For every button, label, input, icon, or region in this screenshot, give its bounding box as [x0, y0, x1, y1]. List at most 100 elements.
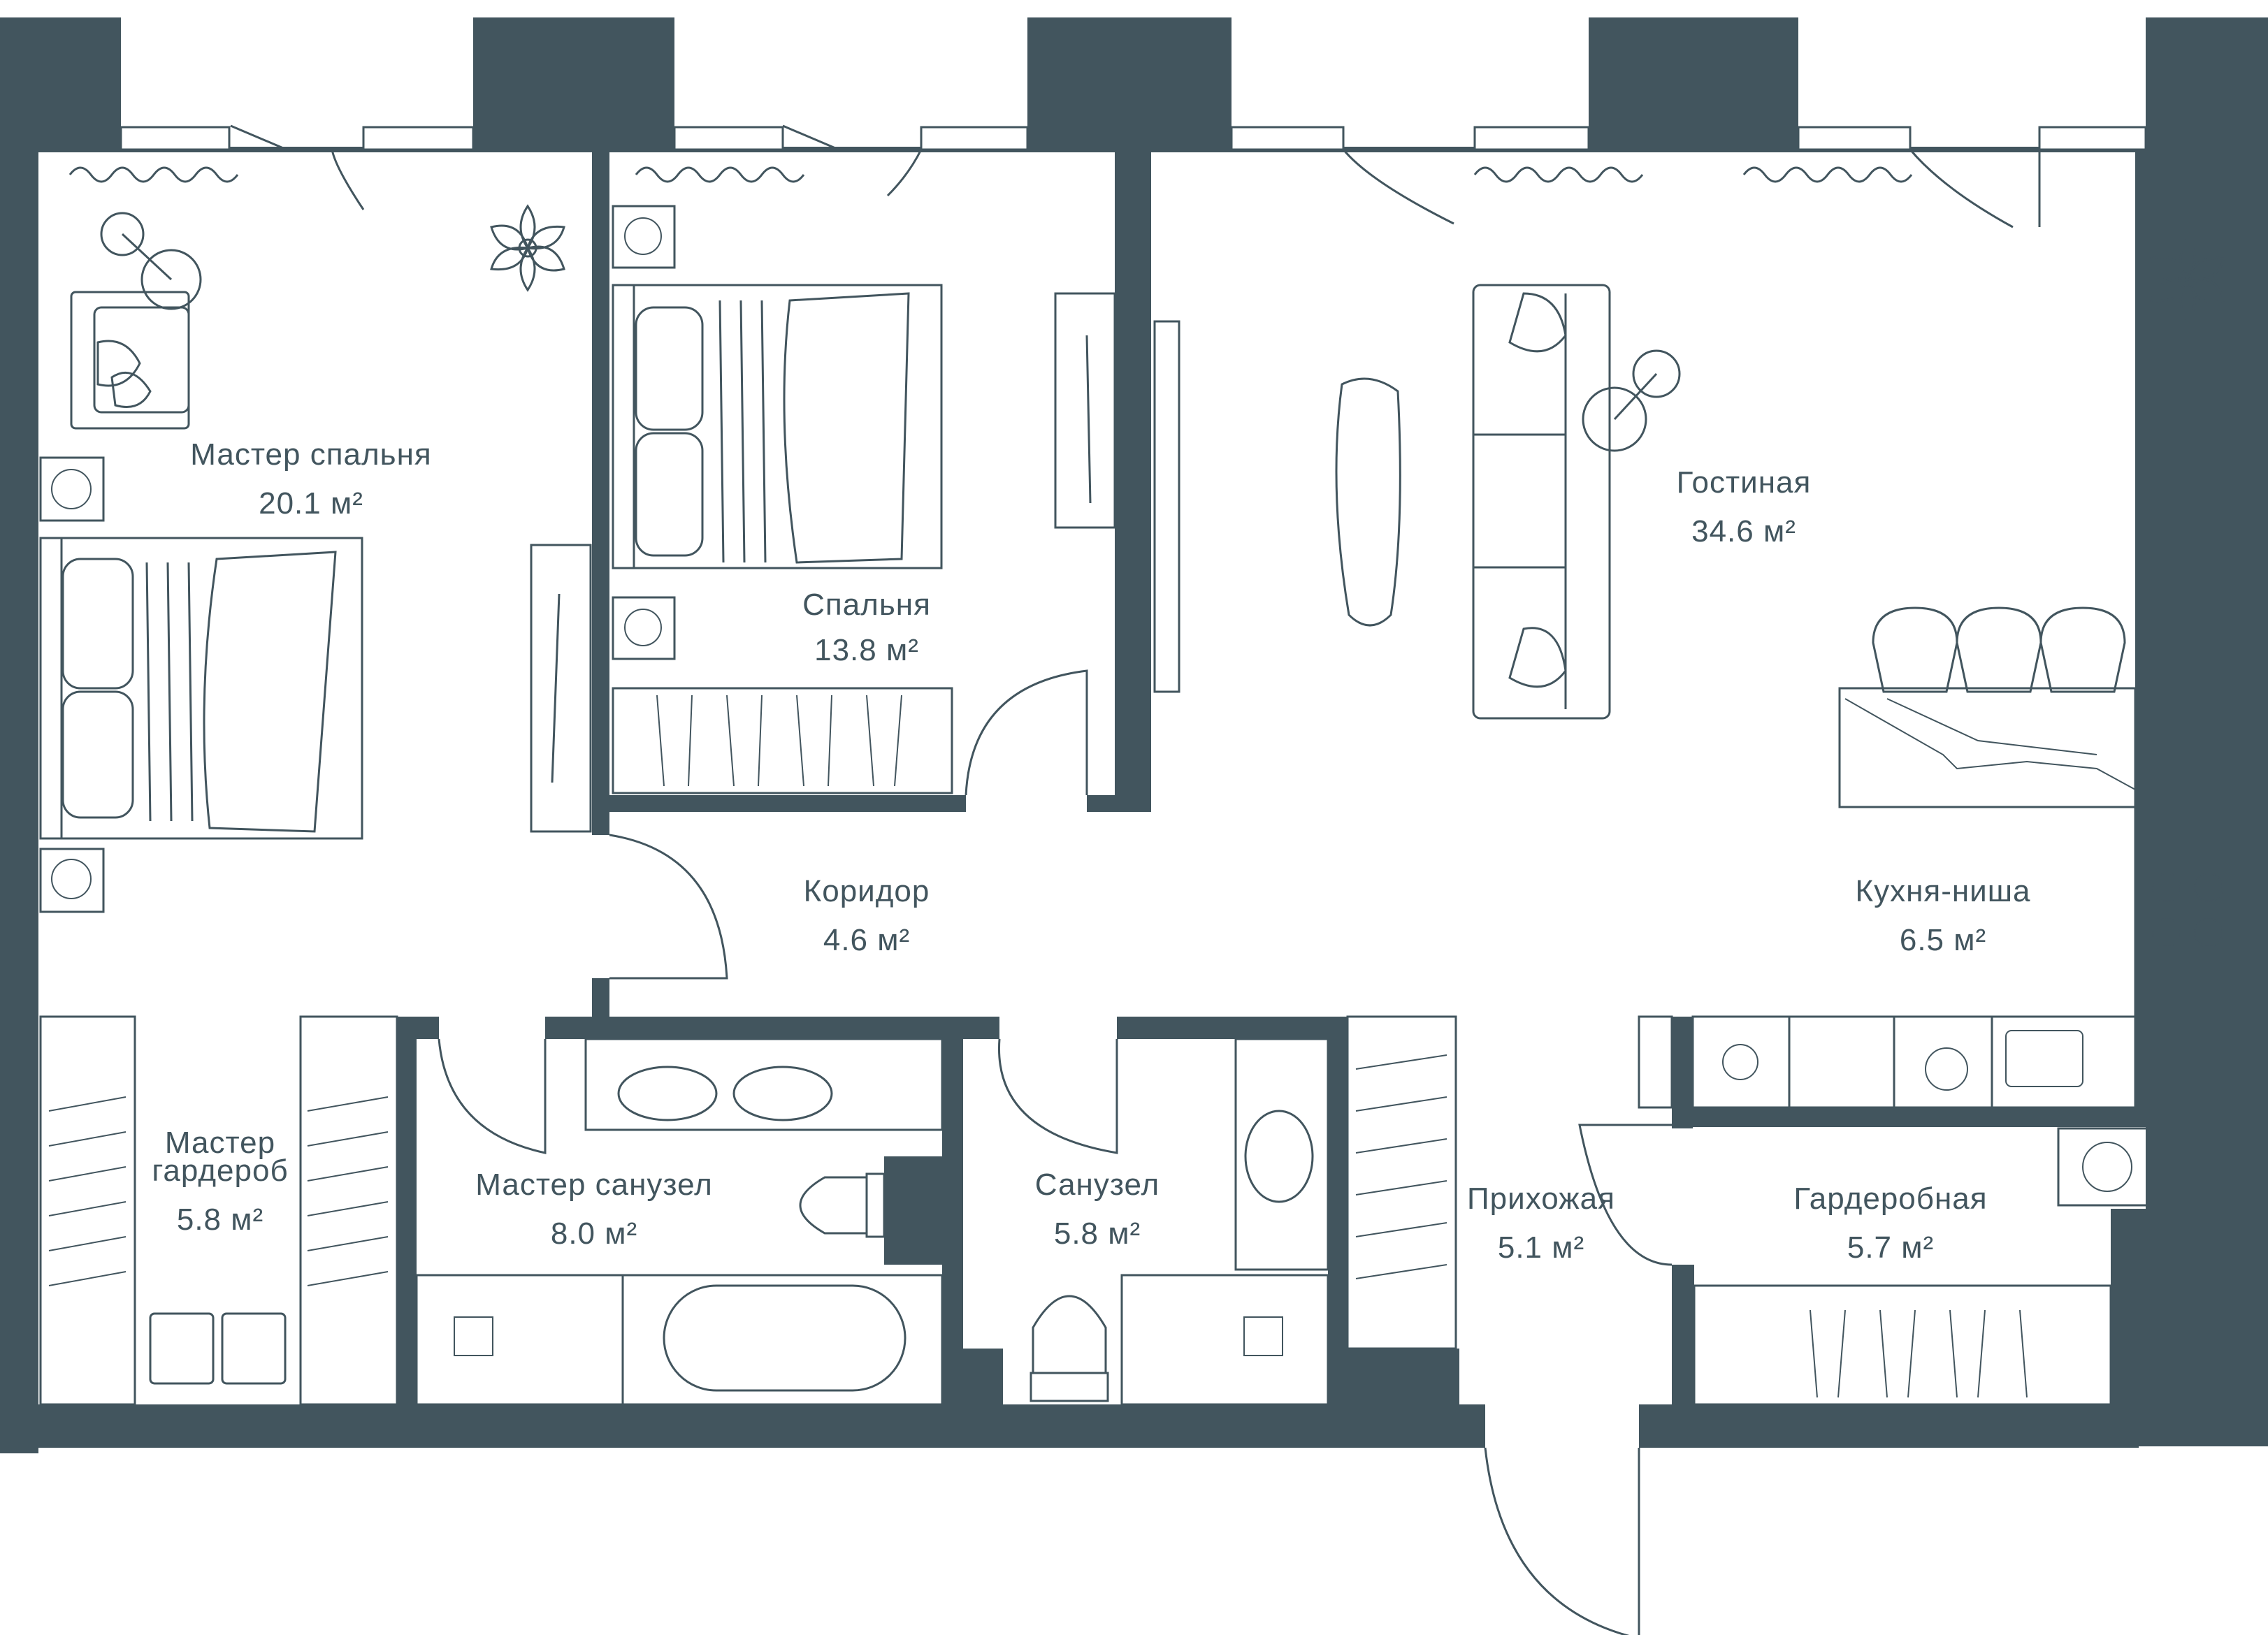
wall-hallway-wardrobe-base: [1348, 1349, 1459, 1408]
floor-lamp-base: [100, 212, 145, 256]
room-name-master-wardrobe-2: гардероб: [152, 1154, 288, 1188]
window-swing: [782, 124, 839, 151]
tv-unit: [1054, 292, 1116, 529]
radiator: [1473, 166, 1644, 183]
wall-wardrobe-right: [397, 1017, 417, 1408]
wall-kitchen-right: [2135, 147, 2160, 1111]
pillow: [62, 690, 134, 819]
toilet-tank: [1030, 1372, 1109, 1402]
fan-icon: [1722, 1044, 1758, 1080]
pillar-2: [473, 17, 674, 150]
room-name-bathroom: Санузел: [1035, 1168, 1160, 1202]
nightstand-lamp-icon: [51, 469, 92, 509]
burner-icon: [2152, 918, 2181, 947]
window: [1473, 126, 1590, 151]
room-area-kitchen-niche: 6.5 м²: [1900, 923, 1986, 957]
bed-headboard: [612, 284, 635, 569]
boiler-icon: [2057, 1127, 2158, 1207]
bathroom-furniture: [1030, 1038, 1329, 1406]
blanket: [203, 551, 337, 833]
toilet-icon: [799, 1176, 868, 1235]
coffee-table: [1335, 377, 1401, 627]
room-name-living-room: Гостиная: [1677, 465, 1812, 500]
window: [673, 126, 784, 151]
kitchen-bottom-counter: [1691, 1015, 2137, 1109]
door-swing: [997, 1038, 1118, 1154]
window-swing: [1909, 149, 2014, 228]
pillar-4: [1589, 17, 1798, 150]
dressing-room-furniture: [1693, 1127, 2158, 1406]
room-area-corridor: 4.6 м²: [823, 923, 910, 957]
wardrobe: [612, 687, 953, 794]
wall-right-bottom: [2111, 1209, 2268, 1446]
toilet-icon: [1032, 1295, 1107, 1373]
window-swing: [331, 149, 365, 210]
toilet-tank: [865, 1172, 886, 1238]
wall-bath-right: [1328, 1017, 1348, 1408]
wall-kitchen-bottom: [1672, 1107, 2161, 1127]
vanity: [1234, 1038, 1329, 1271]
corridor-doors: [438, 834, 1673, 1635]
wall-corridor-bottom-b: [545, 1017, 999, 1039]
shower-drain: [454, 1316, 493, 1356]
wall-bottom: [0, 1404, 1485, 1448]
bathtub-frame: [621, 1274, 944, 1406]
cushion: [110, 371, 152, 408]
nightstand-lamp-icon: [624, 609, 662, 646]
plant-icon: [2150, 235, 2225, 324]
nightstand: [612, 205, 676, 269]
armchair-seat: [93, 306, 190, 414]
wardrobe: [530, 544, 592, 833]
wardrobe-hangers: [48, 1096, 389, 1286]
room-name-dressing-room: Гардеробная: [1793, 1182, 1987, 1216]
room-name-master-wardrobe-1: Мастер: [165, 1126, 275, 1160]
floor-lamp-base: [1632, 349, 1681, 398]
wardrobe-left: [39, 1015, 136, 1406]
bed-headboard: [39, 537, 63, 840]
room-area-master-bedroom: 20.1 м²: [259, 486, 363, 521]
room-name-hallway: Прихожая: [1467, 1182, 1615, 1216]
windows: [120, 124, 2147, 228]
wardrobe-hangers: [1810, 1309, 2028, 1398]
sofa: [1472, 284, 1611, 720]
island-marble: [1844, 698, 2136, 790]
room-area-master-bathroom: 8.0 м²: [551, 1216, 637, 1251]
burner-icon: [2194, 918, 2223, 947]
hallway-wardrobe: [1346, 1015, 1457, 1350]
window: [1230, 126, 1345, 151]
nightstand: [612, 596, 676, 660]
wall-dressing-left: [1672, 1265, 1694, 1408]
room-area-master-wardrobe: 5.8 м²: [177, 1202, 263, 1237]
room-name-master-bedroom: Мастер спальня: [190, 437, 431, 472]
window-swing: [1342, 149, 1454, 225]
tv-unit-door: [1085, 335, 1092, 504]
kitchen-furniture: [1638, 687, 2223, 1109]
pillar-1: [38, 17, 121, 150]
blanket: [783, 292, 910, 564]
wall-bottom-right: [1639, 1404, 2139, 1448]
walls: [0, 17, 2268, 1453]
cushion: [1508, 627, 1567, 688]
master-bathroom-furniture: [415, 1038, 944, 1406]
blanket-folds: [145, 562, 194, 822]
floor-lamp-stem: [1613, 372, 1658, 421]
blanket-folds: [718, 300, 767, 563]
cooktop: [2134, 862, 2161, 962]
radiator: [68, 166, 239, 183]
sink-icon: [617, 1066, 718, 1121]
wall-mb-bedroom: [592, 147, 609, 835]
wall-corridor-bottom-c: [1117, 1017, 1348, 1039]
sink-icon: [1244, 1110, 1314, 1203]
wall-bedroom-bottom-a: [609, 795, 966, 812]
burner-icon: [2194, 873, 2223, 902]
nightstand: [39, 848, 105, 913]
pillar-3: [1027, 17, 1231, 150]
room-name-master-bathroom: Мастер санузел: [475, 1168, 713, 1202]
nightstand: [39, 456, 105, 522]
radiators: [68, 166, 1913, 183]
dishwasher-icon: [1925, 1047, 1968, 1091]
wardrobe-hangers: [1355, 1054, 1447, 1279]
radiator: [635, 166, 805, 183]
bed: [612, 284, 943, 569]
